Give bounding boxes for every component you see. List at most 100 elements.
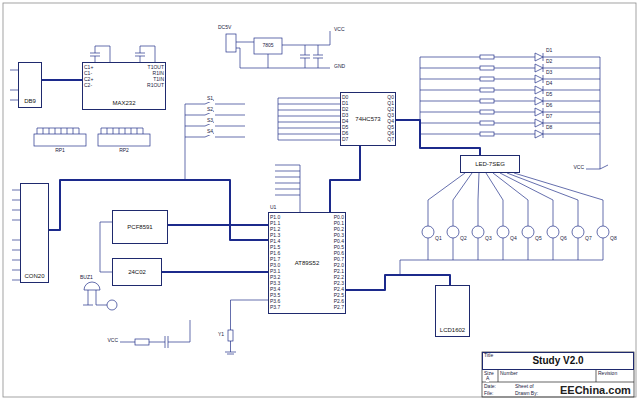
part-label: D6	[546, 103, 552, 109]
title-cell-label: A	[486, 376, 489, 382]
transistor-symbol	[522, 226, 534, 238]
part-label: S4	[207, 129, 213, 135]
pin-label: P3.4	[270, 287, 280, 293]
wire	[83, 290, 107, 305]
pin-label: D2	[342, 107, 348, 113]
wire	[420, 53, 600, 61]
wire	[275, 165, 300, 212]
pin-label: Q0	[387, 95, 394, 101]
part-label: D5	[546, 92, 552, 98]
title-block	[482, 352, 634, 397]
pin-label: Q4	[387, 119, 394, 125]
net-label: GND	[334, 64, 345, 70]
wire	[12, 190, 20, 280]
part-name: DB9	[24, 98, 36, 105]
wire	[10, 70, 18, 100]
part-label: D8	[546, 125, 552, 131]
resistor-symbol	[34, 134, 86, 146]
part-label: S1	[207, 96, 213, 102]
pin-label: D0	[342, 95, 348, 101]
pin-label: P1.1	[270, 221, 280, 227]
pin-label: P0.1	[334, 221, 344, 227]
part-label: Q1	[435, 236, 442, 242]
pin-label: P3.2	[270, 275, 280, 281]
sheet-frame	[3, 3, 636, 397]
wire	[420, 75, 600, 83]
wire	[278, 98, 340, 140]
pin-label: D1	[342, 101, 348, 107]
connector-box: DB9	[18, 62, 42, 108]
part-label: Q4	[510, 236, 517, 242]
transistor-symbol	[107, 300, 117, 310]
title-block	[482, 352, 634, 397]
pin-label: D5	[342, 125, 348, 131]
part-name: AT89S52	[295, 260, 320, 267]
connector-box: CON20	[20, 183, 49, 283]
resistor-symbol	[480, 88, 494, 92]
title-cell-label: Drawn By:	[515, 391, 538, 397]
pin-label: P1.5	[270, 245, 280, 251]
wire	[420, 108, 600, 116]
pin-label: P3.6	[270, 299, 280, 305]
net-label: VCC	[107, 338, 118, 344]
wire	[37, 128, 79, 134]
pin-label: P0.6	[334, 251, 344, 257]
pin-label: C2+	[84, 77, 93, 83]
pin-label: C1-	[84, 71, 92, 77]
pin-label: P1.7	[270, 257, 280, 263]
pin-label: P2.7	[334, 305, 344, 311]
pin-label: P3.1	[270, 269, 280, 275]
transistor-symbol	[497, 226, 509, 238]
part-label: Y1	[218, 332, 224, 338]
transistor-symbol	[597, 226, 609, 238]
pin-label: D4	[342, 119, 348, 125]
bus-line	[42, 79, 82, 81]
wire	[420, 130, 600, 138]
wire	[90, 46, 155, 62]
part-name: CON20	[24, 273, 44, 280]
resistor-symbol	[480, 66, 494, 70]
transistor-symbol	[572, 226, 584, 238]
drawing-title: Study V2.0	[532, 355, 583, 367]
title-block	[482, 370, 634, 382]
pin-label: P2.5	[334, 293, 344, 299]
transistor-symbol	[447, 226, 459, 238]
wire	[10, 31, 608, 354]
part-name: PCF8591	[127, 224, 152, 231]
title-cell-label: File:	[484, 391, 493, 397]
pin-label: P1.4	[270, 239, 280, 245]
pin-label: D3	[342, 113, 348, 119]
pin-label: P1.3	[270, 233, 280, 239]
transistor-symbol	[472, 226, 484, 238]
part-label: Q2	[460, 236, 467, 242]
part-label: 7805	[262, 43, 273, 49]
pin-label: P1.0	[270, 215, 280, 221]
pin-label: C2-	[84, 83, 92, 89]
part-name: MAX232	[112, 100, 135, 107]
wire	[225, 300, 268, 354]
resistor-symbol	[480, 121, 494, 125]
part-label: D1	[546, 48, 552, 54]
part-label: D7	[546, 114, 552, 120]
net-label: VCC	[334, 27, 345, 33]
power-part	[228, 330, 233, 341]
watermark: EEChina.com	[560, 384, 631, 396]
bus-line	[330, 146, 360, 212]
pin-label: T1IN	[153, 77, 164, 83]
resistor-symbol	[480, 132, 494, 136]
pin-label: P1.2	[270, 227, 280, 233]
resistor-symbol	[480, 110, 494, 114]
bus-line	[168, 224, 268, 226]
pin-label: P0.5	[334, 245, 344, 251]
title-cell-label: Title	[484, 353, 493, 359]
part-label: Q6	[560, 236, 567, 242]
pin-label: P2.4	[334, 287, 344, 293]
pin-label: D6	[342, 131, 348, 137]
wire	[420, 57, 608, 169]
pin-label: R1IN	[153, 71, 164, 77]
wire	[101, 128, 143, 134]
resistor-symbol	[135, 339, 149, 345]
pin-label: P2.3	[334, 281, 344, 287]
part-label: BUZ1	[80, 275, 93, 281]
